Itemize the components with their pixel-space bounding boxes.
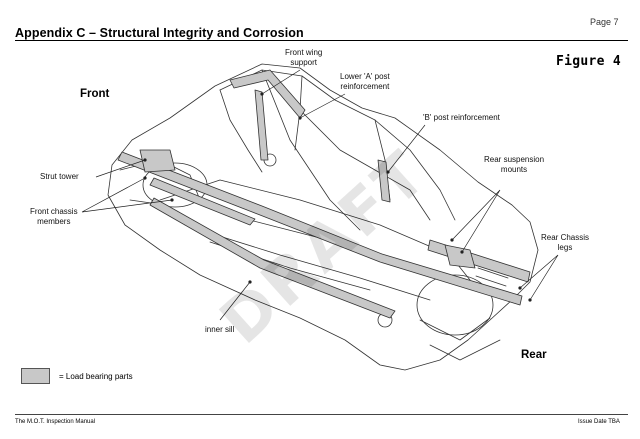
callout-line: legs: [557, 243, 573, 252]
door-opening: [299, 109, 431, 221]
roof-rail: [261, 69, 361, 231]
dot-b-post: [386, 170, 390, 174]
callout-strut-tower: Strut tower: [40, 172, 79, 182]
callout-front-wing-support: Front wing support: [285, 48, 322, 68]
dot-rear-chassis-1: [518, 286, 522, 290]
callout-line: 'B' post reinforcement: [423, 113, 500, 122]
dot-chassis-2: [170, 198, 174, 202]
legend-text: = Load bearing parts: [59, 372, 133, 381]
callout-line: Front wing: [285, 48, 323, 57]
rear-wheel-arch: [416, 274, 494, 336]
dot-a-post: [298, 116, 302, 120]
inner-sill-member: [149, 197, 396, 319]
callout-line: reinforcement: [340, 82, 390, 91]
dot-rear-susp-2: [460, 250, 464, 254]
page-number: Page 7: [590, 17, 619, 27]
dot-rear-chassis-2: [528, 298, 532, 302]
dot-chassis-1: [143, 176, 147, 180]
dot-inner-sill: [248, 280, 252, 284]
footer-manual-title: The M.O.T. Inspection Manual: [15, 419, 96, 425]
dot-strut: [143, 158, 147, 162]
callout-line: Rear Chassis: [541, 233, 590, 242]
callout-line: Rear suspension: [484, 155, 545, 164]
callout-inner-sill: inner sill: [205, 325, 234, 335]
callout-line: mounts: [500, 165, 528, 174]
dot-front-wing: [260, 92, 264, 96]
rear-suspension-mount: [444, 244, 476, 269]
leader-front-wing: [261, 69, 301, 95]
callout-line: Front chassis: [30, 207, 78, 216]
figure-label: Figure 4: [556, 54, 622, 69]
callout-line: inner sill: [205, 325, 235, 334]
a-post-member: [254, 89, 269, 161]
callout-line: Lower 'A' post: [340, 72, 390, 81]
leader-front-chassis: [81, 177, 173, 213]
leader-b-post: [387, 124, 426, 173]
front-label: Front: [80, 88, 110, 100]
a-pillar-left: [219, 89, 263, 173]
leader-rear-chassis: [519, 254, 559, 301]
callout-line: Strut tower: [40, 172, 79, 181]
footer-rule: [15, 414, 628, 415]
leader-inner-sill: [219, 281, 251, 321]
legend-swatch: [21, 368, 50, 384]
callout-rear-chassis: Rear Chassis legs: [541, 233, 589, 253]
callout-b-post: 'B' post reinforcement: [423, 113, 500, 123]
front-chassis-member-right: [149, 177, 256, 226]
front-wing-support-member: [229, 69, 306, 119]
rear-panel: [419, 317, 501, 361]
callout-line: support: [290, 58, 318, 67]
callout-lower-a-post: Lower 'A' post reinforcement: [340, 72, 390, 92]
leader-strut-tower: [95, 159, 146, 178]
leader-rear-suspension: [451, 189, 501, 253]
b-post-member: [377, 159, 391, 203]
page-title: Appendix C – Structural Integrity and Co…: [15, 26, 304, 40]
strut-tower-member: [139, 149, 176, 173]
header-rule: [15, 40, 628, 41]
callout-rear-suspension: Rear suspension mounts: [484, 155, 544, 175]
callout-front-chassis: Front chassis members: [30, 207, 78, 227]
dot-rear-susp-1: [450, 238, 454, 242]
rear-label: Rear: [521, 349, 547, 361]
leader-a-post: [299, 93, 346, 119]
footer-issue-date: Issue Date TBA: [578, 419, 620, 425]
callout-line: members: [37, 217, 71, 226]
